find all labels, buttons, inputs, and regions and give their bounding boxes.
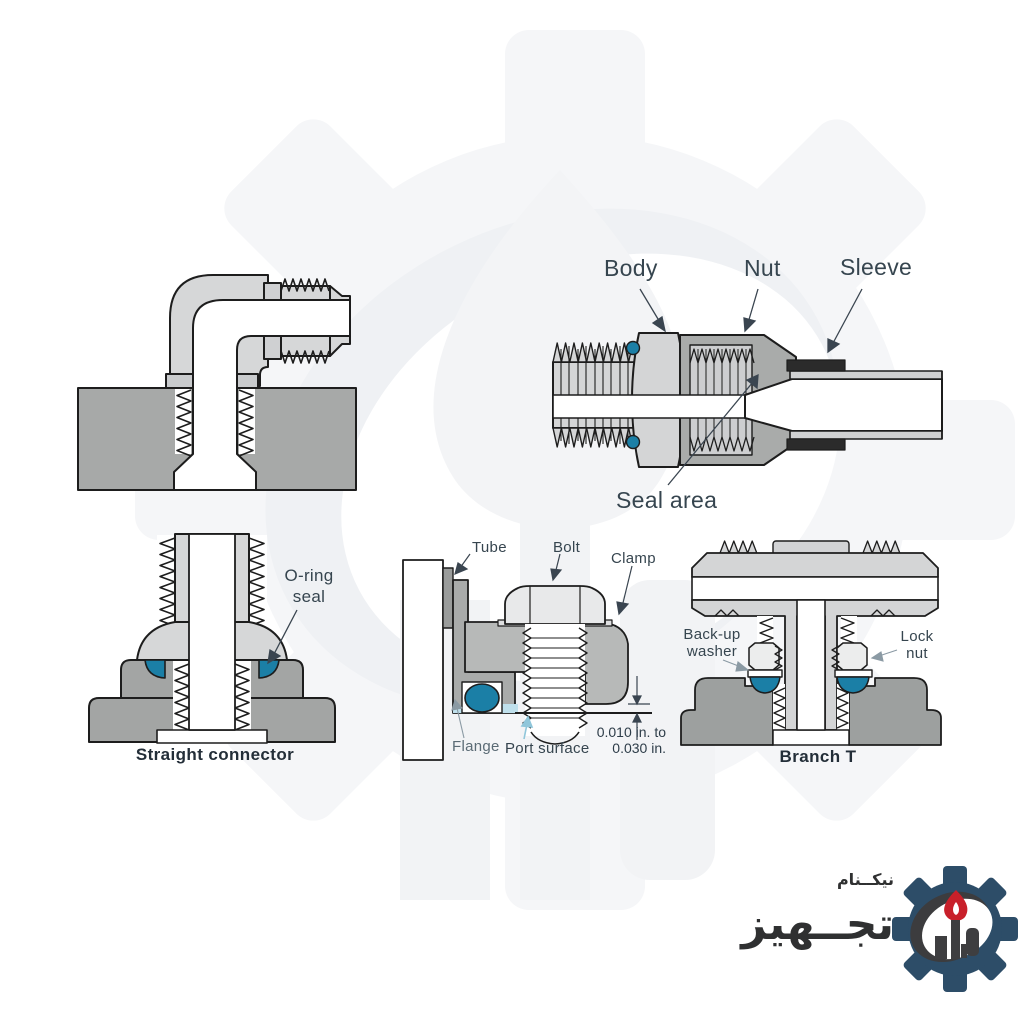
o-ring	[464, 683, 500, 713]
o-ring-dome-left	[749, 676, 781, 694]
bolt-head	[504, 585, 606, 625]
label-bolt: Bolt	[553, 539, 581, 556]
logo-line-2: تجــهیز	[741, 899, 894, 950]
o-ring-dot-bottom	[625, 434, 641, 450]
flange-leader	[451, 698, 465, 739]
union-bore	[552, 394, 746, 419]
logo-gear-icon	[892, 866, 1018, 992]
figure-elbow-fitting	[77, 274, 357, 491]
logo-block: نیکــنام تجــهیز	[700, 862, 1020, 1012]
lock-nut-left	[748, 642, 780, 671]
sleeve-band-top	[786, 359, 846, 372]
label-flange: Flange	[452, 738, 500, 755]
label-clamp: Clamp	[611, 550, 656, 567]
backup-washer-left	[747, 669, 783, 678]
tube-wall	[442, 567, 454, 629]
leader-arrow-o-ring	[267, 609, 298, 665]
elbow-bore	[173, 299, 351, 491]
logo-company-name: نیکــنام تجــهیز	[704, 870, 894, 947]
t-bore-vertical	[796, 599, 826, 731]
label-lock-nut: Lock nut	[900, 628, 934, 662]
t-bore-horizontal	[691, 576, 939, 601]
t-top-bar	[691, 552, 939, 578]
label-sleeve: Sleeve	[840, 254, 913, 280]
figure-branch-t	[680, 540, 942, 746]
o-ring-dot-top	[625, 340, 641, 356]
o-ring-right	[258, 659, 280, 679]
label-tube: Tube	[472, 539, 507, 556]
label-gap-dimension: 0.010 in. to 0.030 in.	[596, 724, 666, 756]
industry-icon	[935, 920, 979, 959]
port-left	[680, 677, 774, 746]
caption-branch-t: Branch T	[779, 747, 857, 766]
figure-flange-assembly	[402, 553, 652, 761]
sleeve-band-bottom	[786, 438, 846, 451]
label-body: Body	[604, 255, 658, 281]
label-backup-washer: Back-up washer	[683, 626, 741, 660]
caption-straight-connector: Straight connector	[135, 745, 295, 764]
label-nut: Nut	[744, 255, 781, 281]
backup-washer-right	[834, 669, 873, 678]
figure-union-fitting	[552, 288, 943, 486]
leader-arrows	[722, 649, 898, 672]
label-seal-area: Seal area	[616, 487, 718, 513]
leader-arrows	[639, 288, 863, 486]
logo-line-1: نیکــنام	[836, 870, 894, 889]
connector-bore	[188, 533, 236, 731]
leader-arrows	[454, 553, 633, 616]
seal-cone	[744, 378, 943, 432]
o-ring-left	[144, 659, 166, 679]
port-surface-arrow	[520, 715, 534, 740]
port-right	[848, 677, 942, 746]
lock-nut-right	[836, 642, 868, 671]
figure-straight-connector	[88, 533, 336, 744]
tube-wall-top	[789, 370, 943, 380]
label-port-surface: Port surface	[505, 740, 590, 757]
tube-wall-bottom	[789, 430, 943, 440]
o-ring-dome-right	[836, 676, 870, 694]
tube-section	[402, 559, 444, 761]
label-o-ring-seal: O-ring seal	[284, 566, 334, 606]
gap-dimension	[628, 676, 650, 740]
